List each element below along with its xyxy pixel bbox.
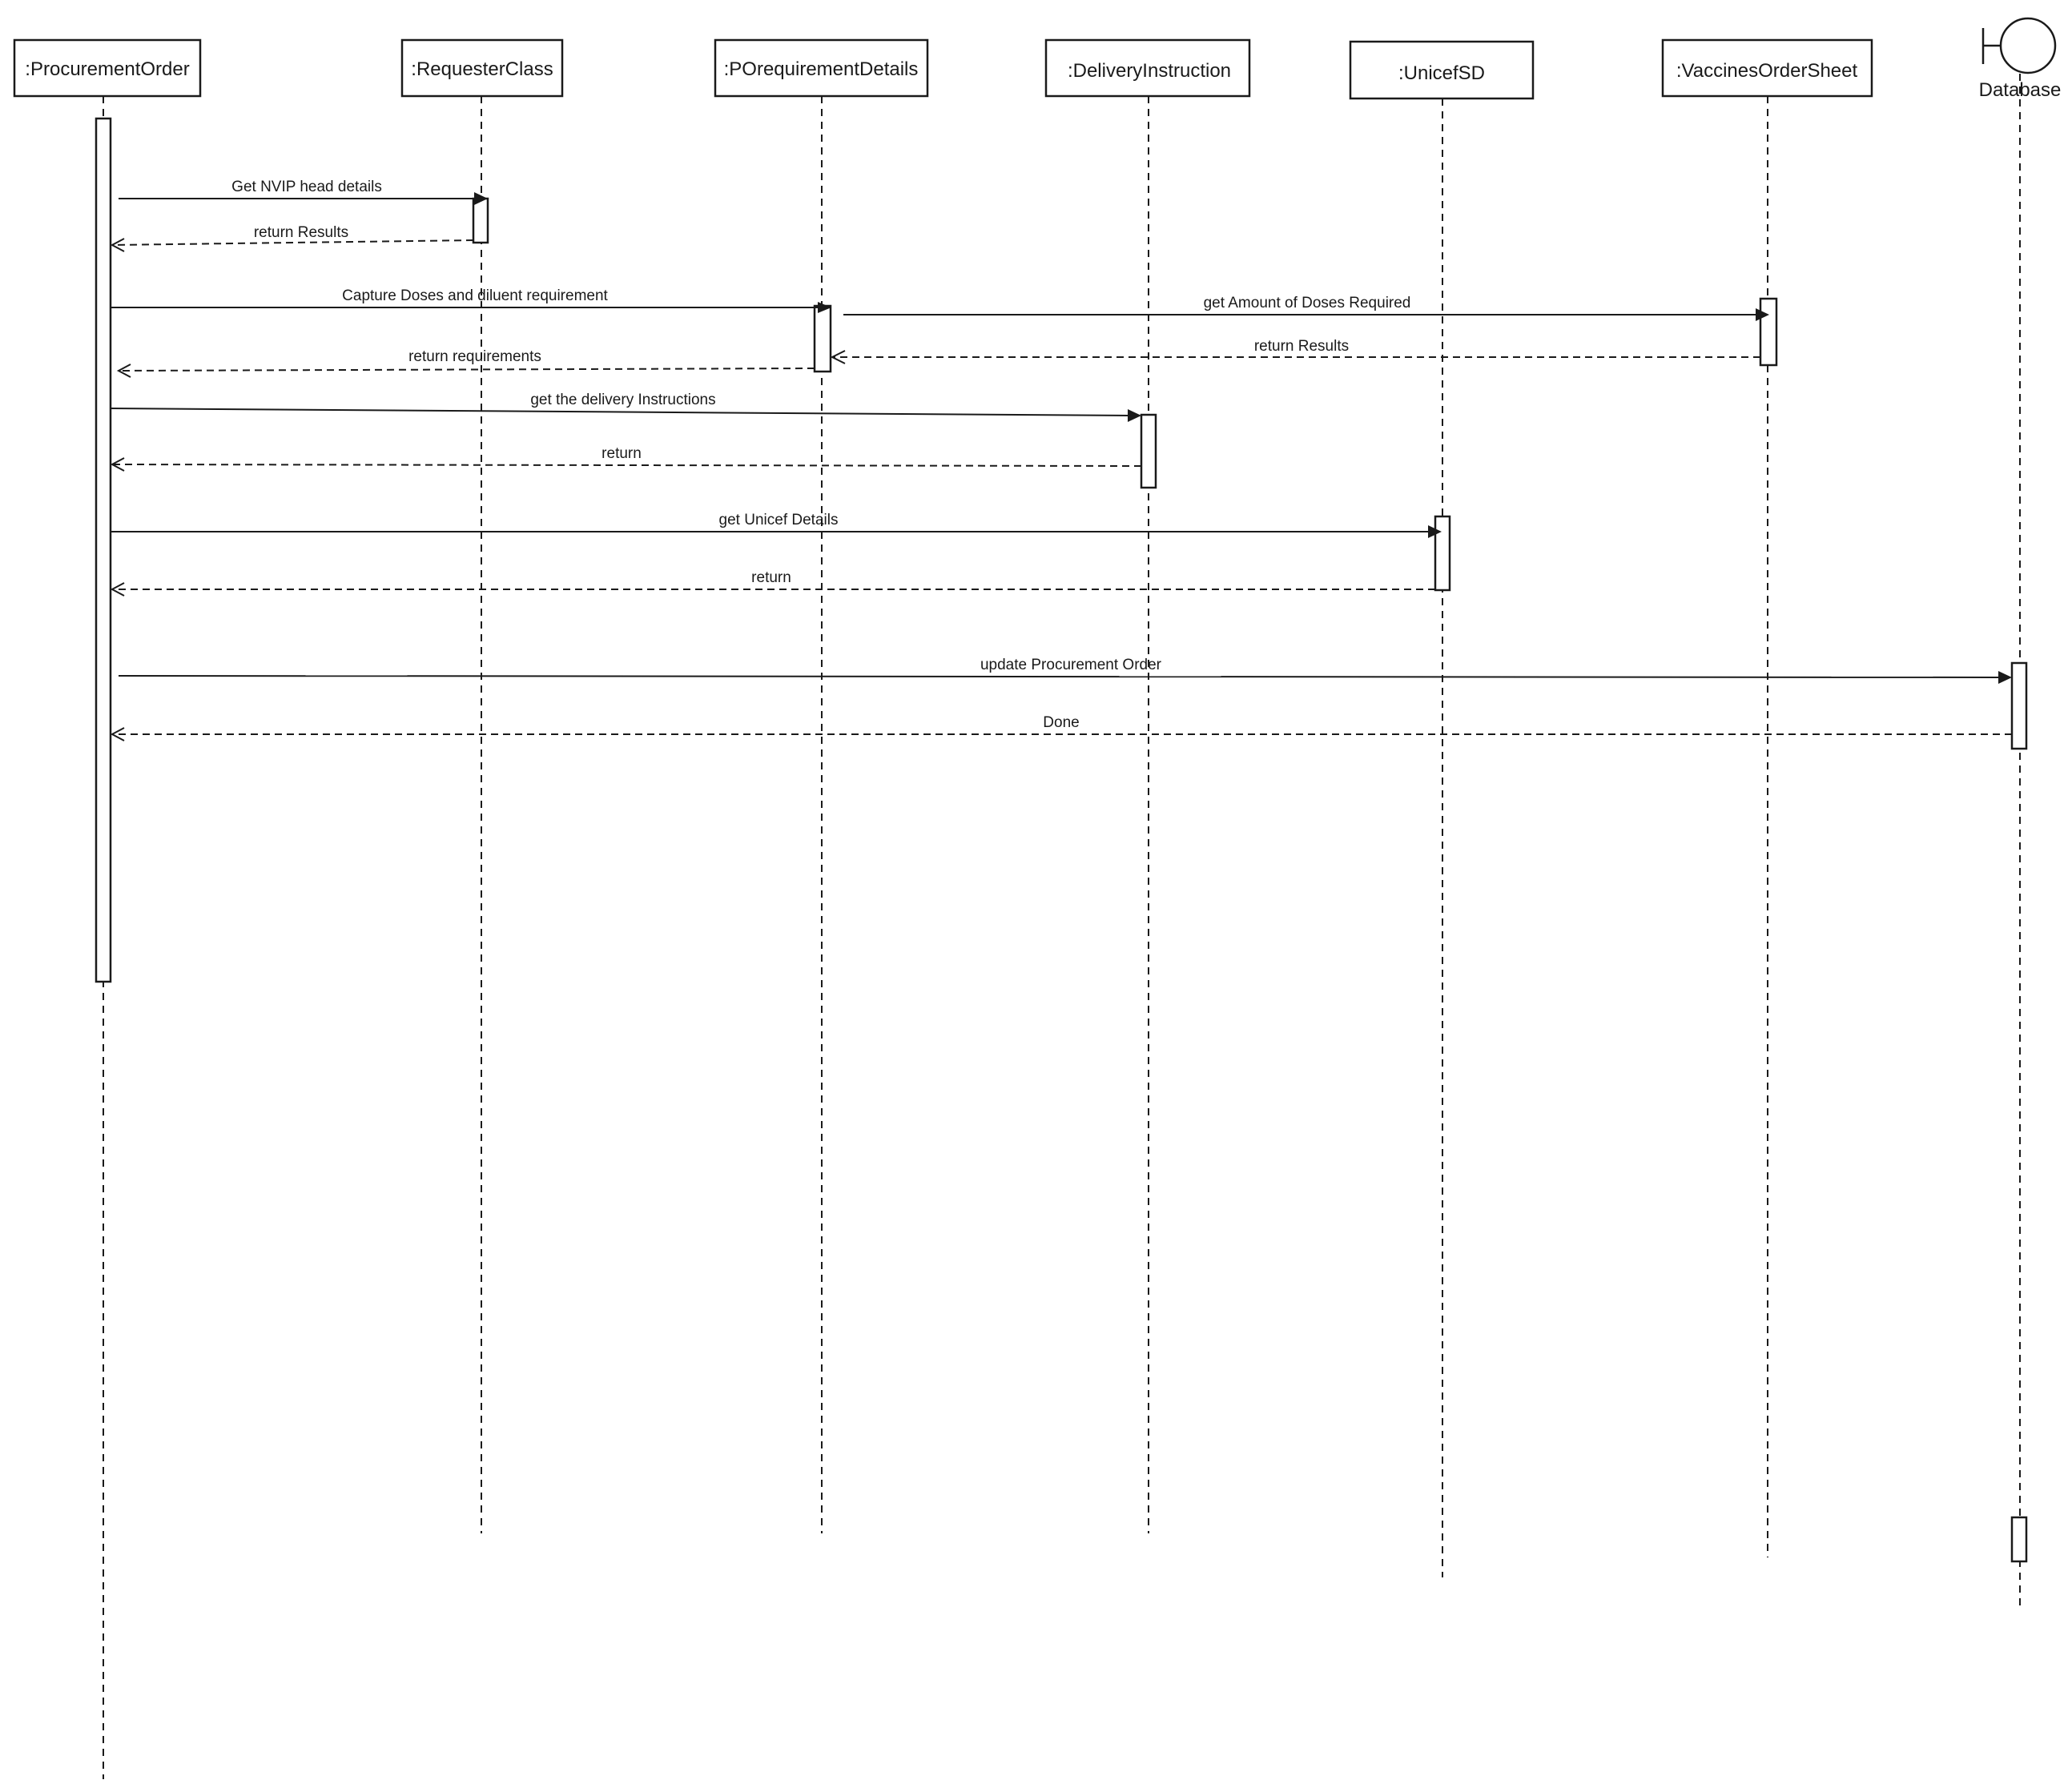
participant-delivery-instruction[interactable]: :DeliveryInstruction — [1044, 38, 1251, 98]
participant-vaccines-order-sheet[interactable]: :VaccinesOrderSheet — [1661, 38, 1873, 98]
activation-bar — [2010, 661, 2028, 750]
participant-label: :UnicefSD — [1398, 62, 1485, 84]
participant-label: :DeliveryInstruction — [1068, 60, 1231, 82]
message-update-procurement-order[interactable]: update Procurement Order — [118, 657, 2012, 684]
activation-bar — [1759, 297, 1778, 367]
message-label: get the delivery Instructions — [530, 392, 715, 408]
message-label: Get NVIP head details — [231, 179, 382, 195]
message-get-delivery-instructions[interactable]: get the delivery Instructions — [110, 392, 1141, 422]
message-get-amount-of-doses[interactable]: get Amount of Doses Required — [843, 295, 1769, 321]
participant-label: :ProcurementOrder — [25, 58, 189, 80]
participant-label: :POrequirementDetails — [724, 58, 919, 80]
participant-label: :VaccinesOrderSheet — [1676, 60, 1858, 82]
message-label: get Amount of Doses Required — [1204, 295, 1411, 311]
boundary-icon — [1981, 17, 2057, 74]
activation-bar — [813, 304, 832, 373]
message-get-unicef-details[interactable]: get Unicef Details — [111, 512, 1442, 538]
participant-label: :RequesterClass — [411, 58, 553, 80]
activation-bar — [472, 197, 489, 244]
message-capture-doses[interactable]: Capture Doses and diluent requirement — [111, 287, 831, 313]
message-label: return requirements — [408, 348, 541, 365]
message-get-nvip-head-details[interactable]: Get NVIP head details — [119, 179, 488, 205]
message-return[interactable]: return — [110, 569, 1435, 597]
activation-bar — [1140, 413, 1157, 489]
participant-procurement-order[interactable]: :ProcurementOrder — [13, 38, 202, 98]
message-return[interactable]: return — [110, 445, 1142, 472]
message-return-results[interactable]: return Results — [830, 338, 1760, 364]
message-label: return — [601, 445, 642, 462]
message-label: return Results — [1254, 338, 1349, 355]
activation-bar — [2010, 1516, 2028, 1563]
message-label: Done — [1043, 714, 1079, 731]
message-label: update Procurement Order — [980, 657, 1162, 673]
message-label: get Unicef Details — [719, 512, 839, 528]
activation-bar — [95, 117, 112, 983]
message-label: Capture Doses and diluent requirement — [342, 287, 608, 304]
message-label: return Results — [254, 224, 348, 241]
message-done[interactable]: Done — [110, 714, 2012, 741]
participant-porequirement-details[interactable]: :POrequirementDetails — [714, 38, 929, 98]
message-return-requirements[interactable]: return requirements — [116, 348, 815, 378]
participant-requester-class[interactable]: :RequesterClass — [400, 38, 564, 98]
participant-unicef-sd[interactable]: :UnicefSD — [1349, 40, 1535, 100]
activation-bar — [1434, 515, 1451, 592]
message-label: return — [751, 569, 791, 586]
message-return-results[interactable]: return Results — [110, 224, 474, 252]
